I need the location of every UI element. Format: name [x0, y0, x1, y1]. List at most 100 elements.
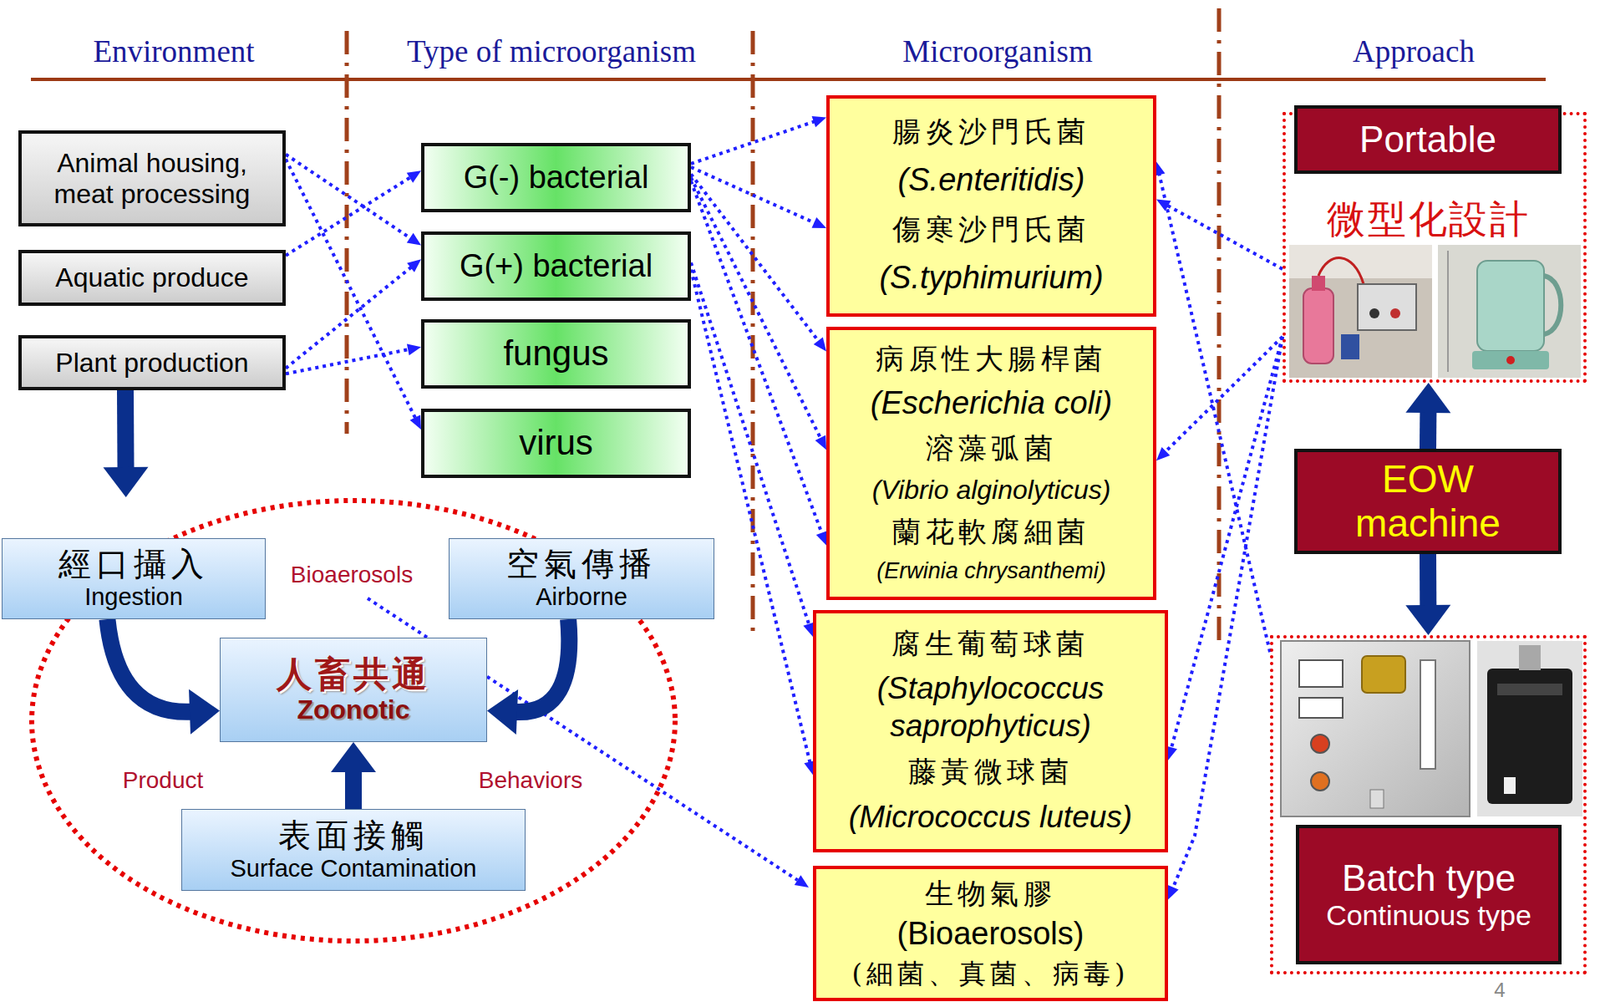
connector-line: [690, 269, 810, 763]
tap: [1370, 789, 1384, 808]
node-text: Portable: [1359, 118, 1497, 162]
column-heading: Environment: [92, 33, 254, 70]
connector-arrow: [103, 390, 149, 498]
type-box: G(-) bacterial: [421, 142, 691, 213]
knob: [1369, 308, 1380, 319]
node-text: virus: [518, 423, 594, 463]
arrowhead: [103, 467, 149, 498]
node-text: 蘭花軟腐細菌: [892, 514, 1091, 549]
knob: [1390, 308, 1401, 319]
arrowhead: [812, 116, 827, 127]
node-text: (S.enteritidis): [898, 161, 1086, 200]
arrowhead: [813, 336, 827, 351]
connector-line: [1419, 411, 1437, 449]
arrowhead: [487, 689, 519, 735]
node-text: (細菌、真菌、病毒): [851, 957, 1129, 990]
connector-arrow: [1168, 336, 1283, 900]
lab-setup-photo: [1289, 244, 1433, 378]
arrowhead: [188, 689, 220, 735]
connector-line: [1167, 205, 1283, 270]
connector-arrow: [1405, 553, 1451, 635]
organism-box: 腸炎沙門氏菌(S.enteritidis)傷寒沙門氏菌(S.typhimuriu…: [826, 95, 1157, 317]
environment-box: Aquatic produce: [18, 249, 286, 306]
connector-line: [116, 390, 135, 468]
node-text: 生物氣膠: [924, 876, 1057, 911]
indicator: [1506, 355, 1515, 365]
connector-arrow: [285, 170, 422, 256]
environment-box: Animal housing, meat processing: [18, 130, 286, 227]
node-text: 腸炎沙門氏菌: [892, 114, 1091, 149]
oval-outline: [31, 500, 676, 941]
arrowhead: [330, 741, 376, 773]
transmission-oval: BioaerosolsProductBehaviors經口攝入Ingestion…: [28, 497, 679, 945]
connector-arrow: [330, 741, 376, 809]
type-box: G(+) bacterial: [421, 231, 691, 301]
connector-line: [1171, 336, 1283, 748]
node-text: fungus: [502, 334, 609, 373]
continuous-machine-photo: [1477, 640, 1583, 817]
column-heading: Microorganism: [902, 33, 1093, 70]
arrowhead: [410, 414, 422, 429]
node-text: 人畜共通: [276, 654, 432, 695]
photo-ground: [1477, 640, 1583, 817]
connector-arrow: [487, 619, 569, 735]
connector-line: [285, 177, 411, 256]
machine-box: EOW machine: [1294, 448, 1562, 554]
page-number: 4: [1493, 978, 1505, 1002]
node-text: 表面接觸: [278, 817, 430, 855]
connector-arrow: [690, 269, 816, 776]
kettle-base: [1472, 350, 1550, 370]
node-text: 病原性大腸桿菌: [875, 341, 1107, 376]
arrowhead: [815, 435, 827, 450]
node-text: G(+) bacterial: [459, 248, 653, 285]
node-text: Surface Contamination: [230, 854, 478, 883]
connector-arrow: [1165, 336, 1283, 761]
connector-arrow: [1153, 162, 1270, 653]
organism-box: 病原性大腸桿菌(Escherichia coli)溶藻弧菌(Vibrio alg…: [826, 326, 1157, 600]
photo-ground: [1289, 244, 1433, 378]
connector-line: [285, 159, 416, 419]
environment-box: Plant production: [18, 335, 286, 391]
node-text: (Bioaerosols): [897, 914, 1085, 954]
level-window: [1420, 660, 1436, 769]
kettle-photo: [1437, 244, 1581, 378]
route-box: 表面接觸Surface Contamination: [181, 808, 526, 891]
machine-top: [1518, 645, 1541, 671]
organism-box: 腐生葡萄球菌(Staphylococcus saprophyticus)藤黃微球…: [812, 609, 1169, 853]
node-text: 經口攝入: [58, 545, 210, 584]
portable-region: 微型化設計Portable: [1282, 111, 1587, 383]
spout: [1503, 777, 1516, 794]
tube: [1318, 258, 1364, 285]
connector-line: [690, 181, 823, 534]
node-text: 腐生葡萄球菌: [891, 626, 1090, 661]
connector-arrow: [690, 173, 827, 351]
arrowhead: [1168, 884, 1179, 900]
button: [1310, 772, 1330, 791]
node-text: (Vibrio alginolyticus): [872, 473, 1112, 506]
node-text: 藤黃微球菌: [908, 754, 1073, 789]
arrowhead: [1156, 446, 1170, 461]
connector-line: [1158, 173, 1270, 652]
arrowhead: [406, 233, 422, 246]
connector-arrow: [690, 181, 828, 546]
node-text: Zoonotic: [296, 694, 410, 726]
connector-arrow: [285, 259, 422, 368]
connector-arrow: [1405, 382, 1451, 449]
batch-region: Batch typeContinuous type: [1269, 634, 1587, 975]
scale-bar: [1447, 250, 1449, 372]
connector-arrow: [690, 116, 827, 164]
column-divider: [1217, 8, 1222, 644]
connector-arrow: [690, 177, 827, 451]
steel-panel: [1280, 640, 1470, 817]
node-text: (Escherichia coli): [870, 384, 1113, 423]
photo-ground: [1437, 244, 1581, 378]
node-text: Aquatic produce: [55, 262, 249, 294]
type-box: fungus: [421, 319, 691, 389]
bottle: [1303, 288, 1334, 364]
connector-line: [1419, 553, 1437, 606]
batch-machine-photo: [1280, 640, 1470, 817]
node-text: Product: [122, 766, 204, 794]
connector-line: [690, 177, 821, 439]
